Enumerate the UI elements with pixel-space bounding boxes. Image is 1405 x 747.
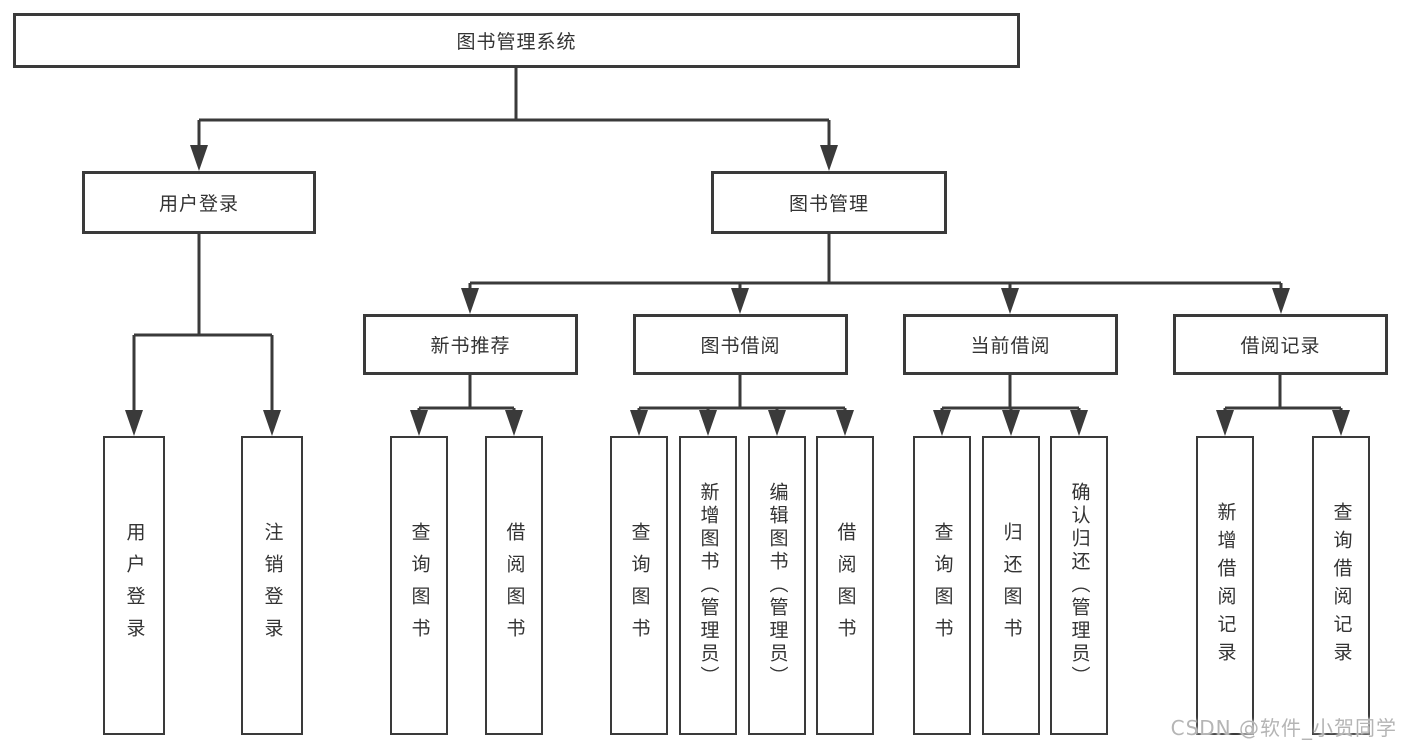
leaf-query-books-current: 查询图书 (913, 436, 971, 735)
leaf-edit-books-admin: 编辑图书（管理员） (748, 436, 806, 735)
node-label: 图书借阅 (700, 335, 781, 357)
leaf-borrow-books: 借阅图书 (816, 436, 874, 735)
node-label: 图书管理系统 (456, 31, 577, 53)
node-label: 查询图书 (931, 521, 954, 650)
node-label: 图书管理 (788, 193, 869, 215)
leaf-confirm-return-admin: 确认归还（管理员） (1050, 436, 1108, 735)
leaf-query-books-borrow: 查询图书 (610, 436, 668, 735)
node-label: 编辑图书（管理员） (766, 482, 789, 689)
leaf-add-borrow-record: 新增借阅记录 (1196, 436, 1254, 735)
node-label: 借阅图书 (834, 521, 857, 650)
node-label: 用户登录 (123, 521, 146, 650)
leaf-query-books-recommend: 查询图书 (390, 436, 448, 735)
node-book-borrow: 图书借阅 (633, 314, 848, 375)
node-label: 归还图书 (1000, 521, 1023, 650)
node-label: 借阅图书 (503, 521, 526, 650)
leaf-return-books: 归还图书 (982, 436, 1040, 735)
node-label: 新增图书（管理员） (697, 482, 720, 689)
node-new-book-recommend: 新书推荐 (363, 314, 578, 375)
leaf-borrow-books-recommend: 借阅图书 (485, 436, 543, 735)
node-label: 查询图书 (628, 521, 651, 650)
node-label: 查询图书 (408, 521, 431, 650)
node-label: 查询借阅记录 (1330, 501, 1353, 670)
node-book-management: 图书管理 (711, 171, 947, 234)
node-borrow-records: 借阅记录 (1173, 314, 1388, 375)
node-label: 注销登录 (261, 521, 284, 650)
leaf-user-login: 用户登录 (103, 436, 165, 735)
leaf-add-books-admin: 新增图书（管理员） (679, 436, 737, 735)
node-user-login: 用户登录 (82, 171, 316, 234)
leaf-logout: 注销登录 (241, 436, 303, 735)
node-label: 确认归还（管理员） (1068, 482, 1091, 689)
node-library-management-system: 图书管理系统 (13, 13, 1020, 68)
node-label: 新增借阅记录 (1214, 501, 1237, 670)
node-current-borrow: 当前借阅 (903, 314, 1118, 375)
node-label: 新书推荐 (430, 335, 511, 357)
node-label: 当前借阅 (970, 335, 1051, 357)
node-label: 用户登录 (158, 193, 239, 215)
leaf-query-borrow-record: 查询借阅记录 (1312, 436, 1370, 735)
node-label: 借阅记录 (1240, 335, 1321, 357)
csdn-watermark: CSDN @软件_小贺同学 (1170, 716, 1397, 740)
